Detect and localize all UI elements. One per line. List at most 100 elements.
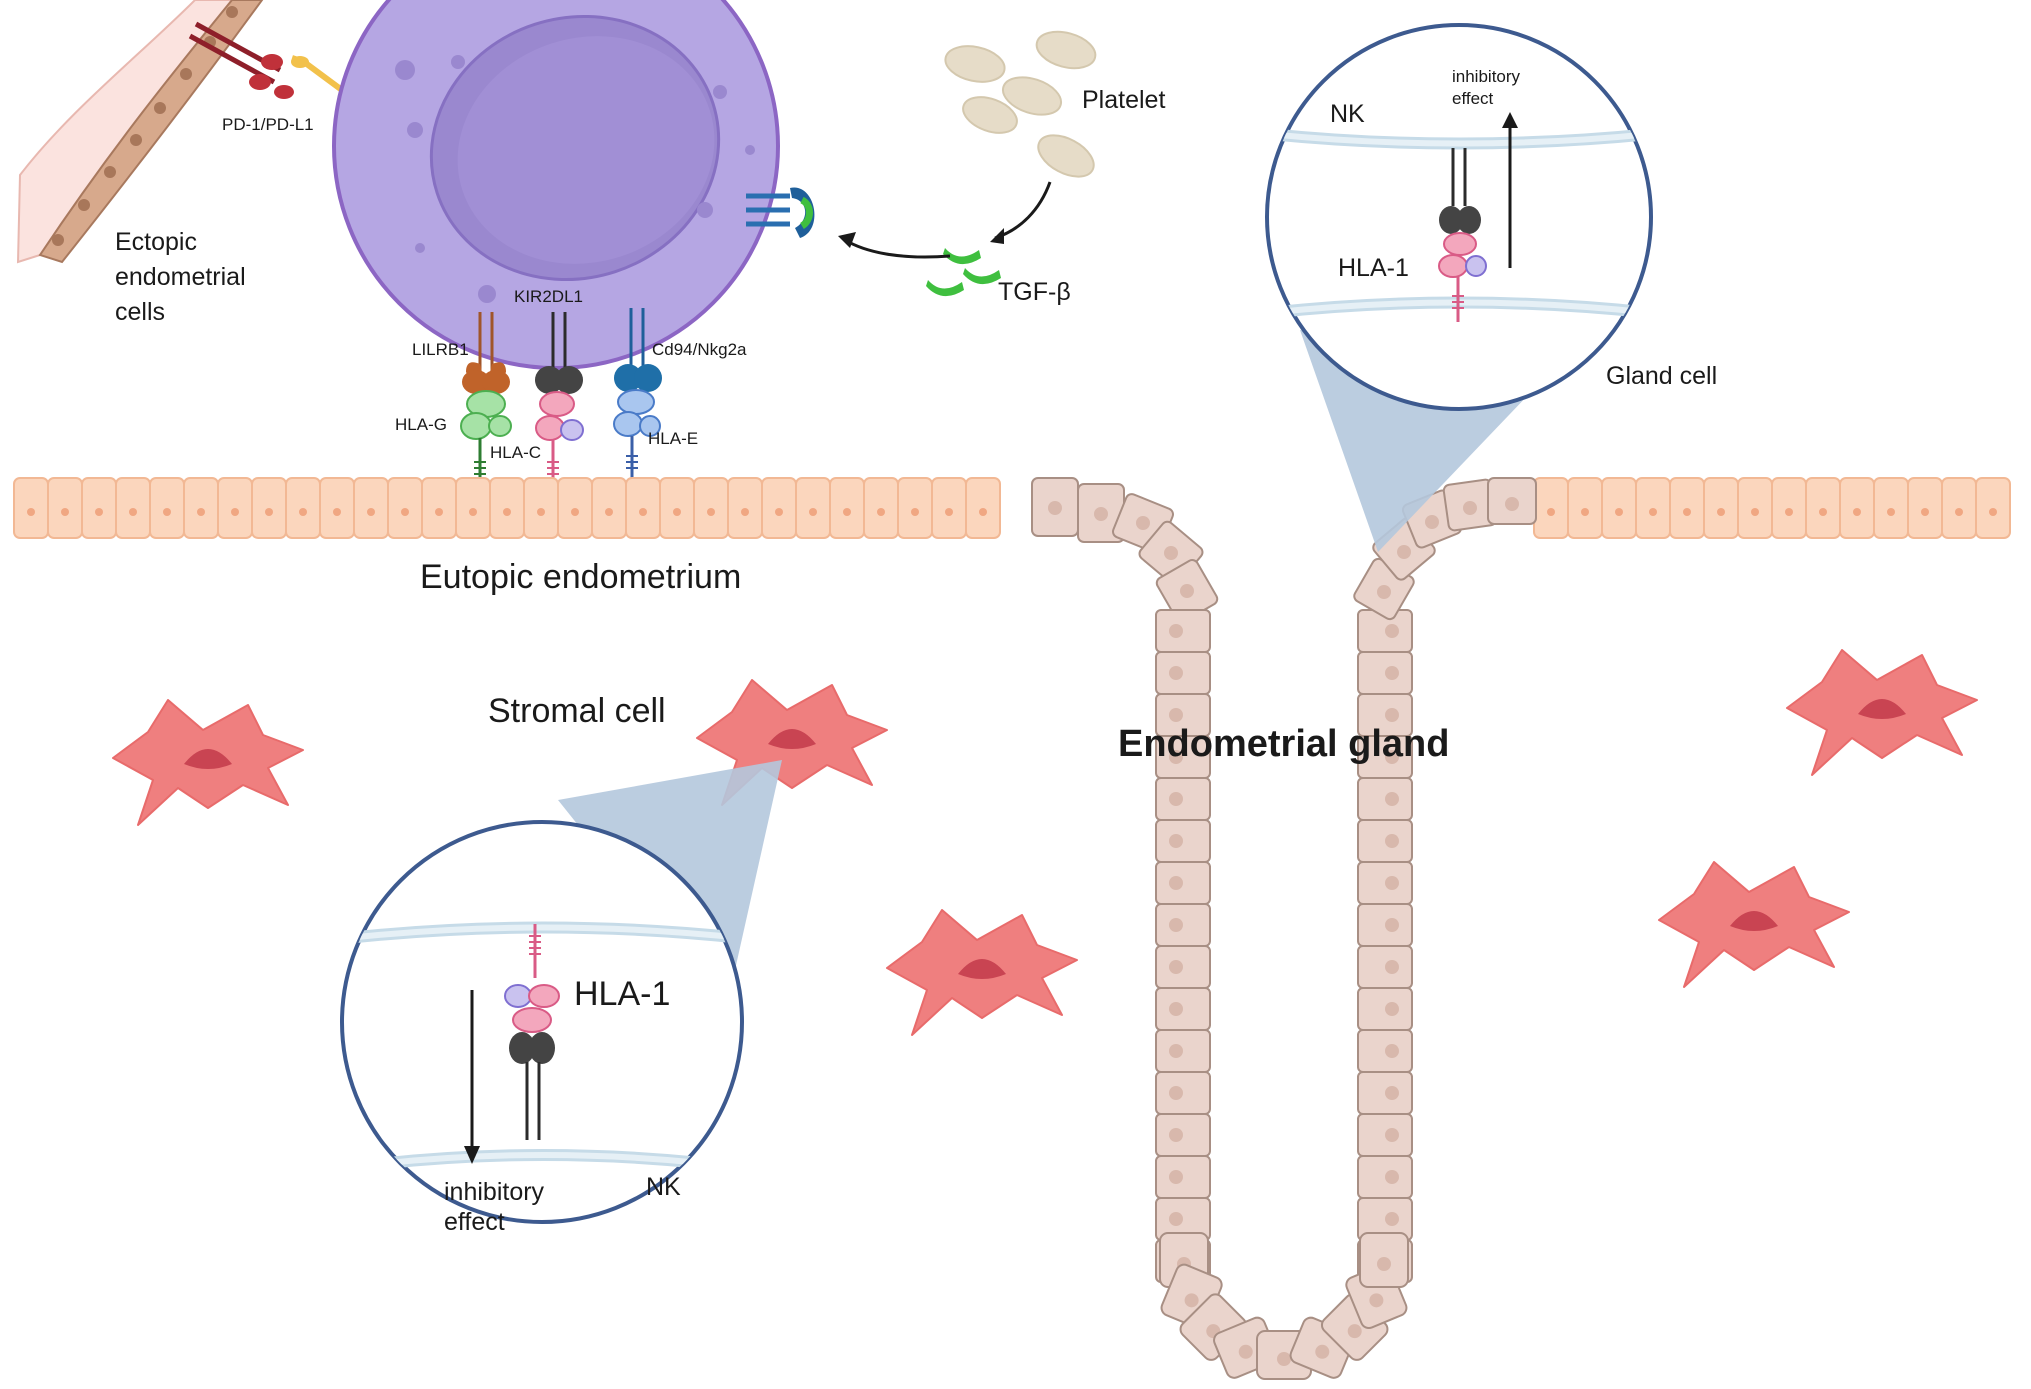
stromal-zoom-inhibitory-label-1: inhibitory: [444, 1178, 545, 1206]
stromal-cell-nucleus: [958, 959, 1006, 979]
cd94-nkg2a-label: Cd94/Nkg2a: [652, 340, 747, 359]
epithelial-cell-nucleus: [1717, 508, 1725, 516]
epithelial-cell-nucleus: [401, 508, 409, 516]
eutopic-endometrium-label: Eutopic endometrium: [420, 558, 741, 596]
epithelial-cell-nucleus: [163, 508, 171, 516]
endometrial-gland: [1031, 477, 1537, 1380]
gland-cell-nucleus: [1169, 876, 1183, 890]
epithelial-cell-nucleus: [1615, 508, 1623, 516]
epithelial-cell-nucleus: [27, 508, 35, 516]
gland-cell-nucleus: [1180, 584, 1194, 598]
stromal-cell-nucleus: [1730, 911, 1778, 931]
epithelial-cell-nucleus: [775, 508, 783, 516]
gland-cell-nucleus: [1385, 1170, 1399, 1184]
tgf-beta-molecules: [926, 248, 1001, 297]
epithelial-cell-nucleus: [503, 508, 511, 516]
epithelial-cell-nucleus: [333, 508, 341, 516]
lilrb1-label: LILRB1: [412, 340, 469, 359]
hla-c-label: HLA-C: [490, 443, 541, 462]
hla-g-label: HLA-G: [395, 415, 447, 434]
epithelial-cell-nucleus: [707, 508, 715, 516]
pd1-pdl1-receptor: [188, 21, 352, 99]
epithelial-cell-nucleus: [1989, 508, 1997, 516]
kir2dl1-hla-c-pair: [535, 312, 584, 488]
stromal-zoom-nk-label: NK: [646, 1173, 681, 1201]
gland-zoom-receptor-pair: [1438, 148, 1487, 322]
epithelial-cell-nucleus: [809, 508, 817, 516]
gland-zoom-hla1-label: HLA-1: [1338, 254, 1409, 282]
svg-text:cells: cells: [115, 298, 165, 326]
epithelial-cell-nucleus: [1955, 508, 1963, 516]
gland-cell-nucleus: [1385, 960, 1399, 974]
gland-cell-nucleus: [1169, 1128, 1183, 1142]
lilrb1-hla-g-pair: [460, 312, 512, 488]
stromal-zoom-inhibitory-label-2: effect: [444, 1208, 505, 1236]
epithelial-cell-nucleus: [1887, 508, 1895, 516]
gland-cell-nucleus: [1164, 546, 1178, 560]
gland-zoom-nk-label: NK: [1330, 100, 1365, 128]
epithelial-cell-nucleus: [1921, 508, 1929, 516]
gland-cell-nucleus: [1385, 666, 1399, 680]
gland-cell-nucleus: [1385, 624, 1399, 638]
epithelial-cell-nucleus: [741, 508, 749, 516]
epithelial-cell-nucleus: [367, 508, 375, 516]
gland-cell-nucleus: [1385, 876, 1399, 890]
epithelial-cell-nucleus: [1547, 508, 1555, 516]
gland-cell-nucleus: [1169, 666, 1183, 680]
gland-cell-nucleus: [1169, 1212, 1183, 1226]
gland-cell-nucleus: [1385, 750, 1399, 764]
gland-cell-nucleus: [1169, 1044, 1183, 1058]
gland-cell-nucleus: [1385, 708, 1399, 722]
tgf-beta-receptor: [746, 187, 815, 238]
gland-cell-nucleus: [1505, 497, 1519, 511]
cd94-nkg2a-hla-e-pair: [613, 308, 662, 488]
gland-cell-nucleus: [1385, 1212, 1399, 1226]
epithelial-cell-nucleus: [673, 508, 681, 516]
gland-cell-nucleus: [1385, 1128, 1399, 1142]
epithelial-cell-nucleus: [1581, 508, 1589, 516]
epithelial-cell-nucleus: [1751, 508, 1759, 516]
ectopic-cell-nuclei: [52, 6, 238, 246]
eutopic-epithelium-right: [1533, 477, 2011, 539]
svg-text:Ectopic: Ectopic: [115, 228, 197, 256]
endometrial-gland-label: Endometrial gland: [1118, 723, 1449, 765]
gland-cell-nucleus: [1136, 516, 1150, 530]
kir2dl1-label: KIR2DL1: [514, 287, 583, 306]
gland-cell-nucleus: [1277, 1352, 1291, 1366]
epithelial-cell-nucleus: [911, 508, 919, 516]
stromal-zoom-hla1-label: HLA-1: [574, 975, 670, 1013]
epithelial-cell-nucleus: [639, 508, 647, 516]
gland-cell-nucleus: [1385, 834, 1399, 848]
gland-cell-nucleus: [1385, 1086, 1399, 1100]
gland-cell-nucleus: [1169, 1002, 1183, 1016]
epithelial-cell-nucleus: [979, 508, 987, 516]
epithelial-cell-nucleus: [197, 508, 205, 516]
epithelial-cell-nucleus: [129, 508, 137, 516]
gland-cell-nucleus: [1169, 750, 1183, 764]
epithelial-cell-nucleus: [469, 508, 477, 516]
gland-zoom-callout: NK inhibitory effect HLA-1: [1265, 23, 1653, 552]
gland-cell-nucleus: [1169, 708, 1183, 722]
epithelial-cell-nucleus: [945, 508, 953, 516]
epithelial-cell-nucleus: [299, 508, 307, 516]
gland-cell-nucleus: [1397, 545, 1411, 559]
stromal-cell-nucleus: [768, 729, 816, 749]
nk-cell-granules: [395, 55, 755, 303]
epithelial-cell-nucleus: [265, 508, 273, 516]
gland-cell-nucleus: [1385, 1002, 1399, 1016]
gland-cell-nucleus: [1094, 507, 1108, 521]
eutopic-epithelium-left: [13, 477, 1001, 539]
epithelial-cell-nucleus: [1785, 508, 1793, 516]
gland-zoom-inhibitory-label-1: inhibitory: [1452, 67, 1521, 86]
epithelial-cell-nucleus: [435, 508, 443, 516]
gland-zoom-inhibitory-label-2: effect: [1452, 89, 1494, 108]
gland-cell-nucleus: [1385, 1044, 1399, 1058]
gland-cell-label: Gland cell: [1606, 362, 1717, 390]
gland-cell-nucleus: [1463, 501, 1477, 515]
hla-e-label: HLA-E: [648, 429, 698, 448]
signal-arrows: [844, 181, 1052, 259]
stromal-cell-nucleus: [1858, 699, 1906, 719]
gland-cell-nucleus: [1169, 960, 1183, 974]
